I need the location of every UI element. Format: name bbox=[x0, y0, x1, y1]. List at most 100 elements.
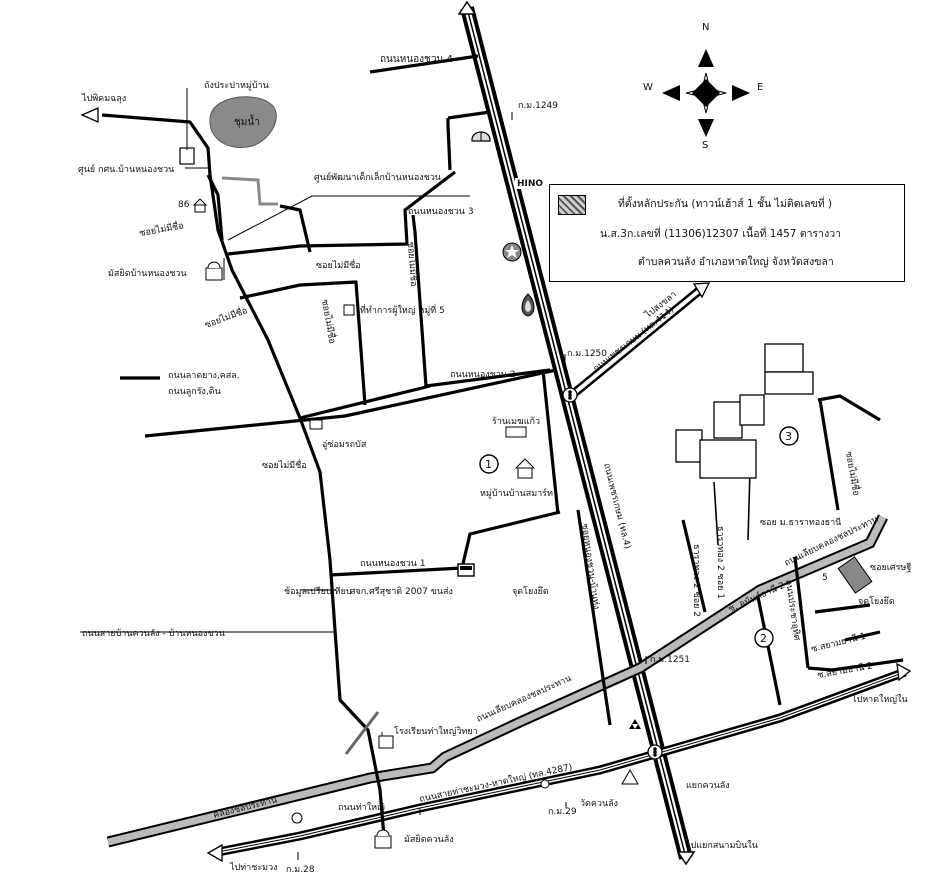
label-road-nongsuan4: ถนนหนองชวน 4 bbox=[380, 54, 453, 65]
label-jud-yot2: จุดโยงยึด bbox=[858, 596, 895, 607]
info-line-1: ที่ตั้งหลักประกัน (ทาวน์เฮ้าส์ 1 ชั้น ไม… bbox=[618, 198, 833, 210]
traffic-light-icon bbox=[562, 387, 578, 403]
label-soi-sayam2: ซ.สยามธานี 2 bbox=[817, 660, 874, 681]
label-mosque-kuanlang: มัสยิดควนลัง bbox=[404, 834, 454, 845]
label-to-thachamuang: ไปท่าชะมวง bbox=[229, 862, 278, 873]
road-4287 bbox=[206, 662, 912, 863]
school-icon bbox=[378, 732, 394, 749]
label-soi-unnamed1: ซอยไม่มีชื่อ bbox=[138, 218, 184, 239]
bus-icon bbox=[457, 563, 475, 577]
local-roads bbox=[101, 54, 904, 849]
label-mun: ช้อมูลเปรียบเทียบ bbox=[284, 586, 352, 597]
label-soi-unnamed6: ซอยไม่มีชื่อ bbox=[262, 458, 307, 471]
label-soi-sayam1: ซ.สยามธานี 1 bbox=[810, 631, 867, 655]
label-num86: 86 bbox=[178, 200, 190, 210]
label-w: W bbox=[643, 82, 653, 93]
building-icon bbox=[343, 304, 355, 316]
label-soi-unnamed7: ซอยไม่มีชื่อ bbox=[843, 450, 864, 496]
label-ran-mekkeaw: ร้านเมฆแก้ว bbox=[492, 416, 540, 427]
mitsubishi-icon bbox=[629, 719, 641, 729]
traffic-light-icon bbox=[647, 744, 663, 760]
label-jud-yot: จุดโยงยึด bbox=[512, 586, 549, 597]
label-pond: ชุมน้ำ bbox=[234, 114, 260, 128]
label-legend-gravel: ถนนลูกรัง,ดิน bbox=[168, 386, 221, 397]
house-blocks-sethi bbox=[837, 556, 873, 594]
temple-icon bbox=[621, 768, 639, 785]
label-e: E bbox=[757, 82, 763, 93]
highway-arrow-north bbox=[457, 0, 477, 15]
bus-icon bbox=[309, 419, 323, 430]
label-smart-village: หมู่บ้านบ้านสมาร์ท bbox=[480, 487, 553, 499]
collateral-info-box: ที่ตั้งหลักประกัน (ทาวน์เฮ้าส์ 1 ชั้น ไม… bbox=[549, 184, 905, 282]
label-water-tank: ถังประปาหมู่บ้าน bbox=[204, 80, 269, 91]
house-blocks-3 bbox=[675, 343, 814, 479]
label-to-phikhom: ไปพิคมฉลุง bbox=[81, 93, 126, 104]
label-child-center: ศูนย์พัฒนาเด็กเล็กบ้านหนองชวน bbox=[314, 170, 441, 183]
label-to-hatyai-nai: ไปหาดใหญ่ใน bbox=[851, 694, 908, 705]
label-hino: HINO bbox=[517, 179, 543, 189]
marker-1 bbox=[479, 454, 499, 474]
label-headman: ที่ทำการผู้ใหญ่ หมู่ที่ 5 bbox=[360, 303, 445, 316]
road-414 bbox=[569, 282, 711, 399]
label-road-nongsuan1: ถนนหนองชวน 1 bbox=[360, 559, 426, 569]
label-soi-thanathong1: ธาราทอง 2 ซอย 1 bbox=[715, 526, 725, 599]
label-km1251: ก.ม.1251 bbox=[650, 655, 690, 665]
mosque-icon bbox=[205, 258, 225, 281]
label-km29: ก.ม.29 bbox=[548, 807, 577, 817]
minor-roads bbox=[713, 469, 751, 546]
label-soi-thanathong2: ธาราทอง 2 ซอย 2 bbox=[691, 544, 701, 617]
pond bbox=[209, 96, 277, 148]
label-soi-unnamed4: ซอยไม่มีชื่อ bbox=[203, 303, 249, 331]
marker-2 bbox=[754, 628, 774, 648]
label-road-nongsuan2: ถนนหนองชวน 2 bbox=[450, 370, 516, 380]
canal-road bbox=[106, 514, 888, 848]
railway-cross-mark bbox=[344, 711, 380, 755]
highway-arrow-south bbox=[676, 851, 696, 866]
label-num5: 5 bbox=[822, 573, 828, 583]
label-soi-anan: ซ. อนันต์ธานี 2 bbox=[726, 579, 786, 615]
info-line-2: น.ส.3ก.เลขที่ (11306)12307 เนื้อที่ 1457… bbox=[600, 228, 841, 240]
ptt-station-icon bbox=[521, 293, 535, 317]
label-school: โรงเรียนท่าใหญ่วิทยา bbox=[394, 726, 478, 737]
water-tank-icon bbox=[179, 147, 195, 165]
marker-2-text: 2 bbox=[760, 632, 767, 645]
arrow-left-icon bbox=[80, 107, 99, 123]
compass-rose-icon bbox=[662, 49, 750, 137]
label-road-thayai: ถนนท่าใหญ่ bbox=[338, 802, 385, 813]
label-coop: สจก.ศรีสุชาติ 2007 ขนส่ง bbox=[350, 586, 453, 597]
label-km1249: ก.ม.1249 bbox=[518, 101, 558, 111]
label-soi-unnamed2: ซอยไม่มีชื่อ bbox=[316, 258, 361, 271]
hino-logo-icon bbox=[515, 178, 549, 189]
label-n: N bbox=[702, 22, 709, 33]
highway-phetkasem bbox=[460, 6, 693, 860]
label-mosque-nongsuan: มัสยิดบ้านหนองชวน bbox=[108, 268, 187, 279]
map-labels: N S W E ถนนหนองชวน 4 ก.ม.1249 ไปพิคมฉลุง… bbox=[78, 22, 911, 875]
label-yaek-kuanlang: แยกควนลัง bbox=[686, 781, 730, 791]
house-icon bbox=[192, 198, 208, 213]
label-soi-unnamed5: ซอยไม่มีชื่อ bbox=[319, 298, 340, 344]
label-to-airport: ไปแยกสนามบินใน bbox=[685, 840, 758, 851]
label-soi-setthi: ซอยเศรษฐี bbox=[870, 562, 911, 573]
building-icon bbox=[505, 426, 527, 438]
label-road-414: ถนนเพชรเกษม (ทล.414) bbox=[592, 305, 677, 374]
star-station-icon bbox=[502, 242, 522, 262]
label-bus-garage: อู่ซ่อมรถบัส bbox=[322, 440, 367, 450]
label-center-ksn: ศูนย์ กศน.บ้านหนองชวน bbox=[78, 163, 174, 175]
label-km28: ก.ม.28 bbox=[286, 865, 315, 875]
shell-station-icon bbox=[471, 131, 491, 142]
km-post-icon bbox=[297, 112, 647, 860]
label-leaders bbox=[80, 88, 470, 815]
label-soi-thara: ซอย ม.ธาราทองธานี bbox=[760, 517, 841, 528]
house-icon bbox=[514, 458, 536, 479]
hatch-swatch-icon bbox=[558, 195, 586, 215]
gas-icon bbox=[291, 812, 303, 824]
marker-1-text: 1 bbox=[485, 458, 492, 471]
dirt-road bbox=[221, 176, 278, 206]
label-wat-kuanlang: วัดควนลัง bbox=[580, 799, 618, 809]
label-km1250: ก.ม.1250 bbox=[567, 349, 607, 359]
label-road-nongsuan3: ถนนหนองชวน 3 bbox=[408, 207, 474, 217]
label-legend-paved: ถนนลาดยาง,คสล. bbox=[168, 371, 240, 381]
label-road-nongsuan-kuanlang: ถนนสายบ้านควนลัง - บ้านหนองชวน bbox=[82, 628, 225, 639]
label-s: S bbox=[702, 140, 708, 151]
